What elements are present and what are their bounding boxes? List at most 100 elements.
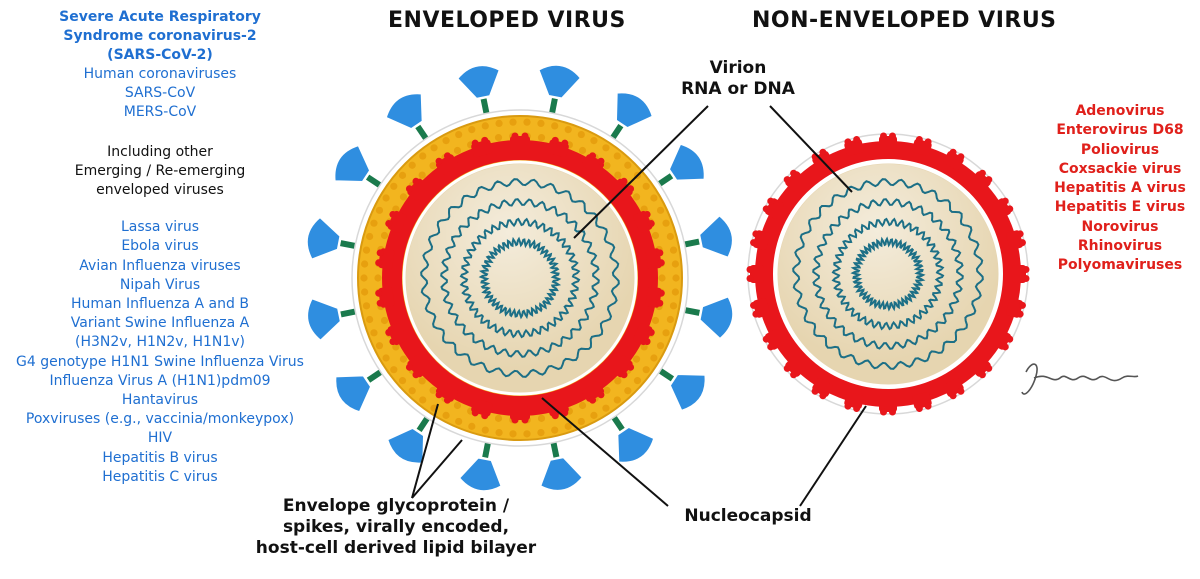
lipid-head	[418, 171, 426, 179]
lipid-head	[399, 193, 408, 201]
envelope-line: spikes, virally encoded,	[282, 517, 510, 537]
spike-head	[538, 455, 585, 493]
capsomere-knob	[412, 177, 420, 185]
lipid-head	[624, 387, 632, 395]
lipid-head	[419, 396, 427, 404]
spike-head	[455, 63, 502, 101]
spike-head	[614, 90, 655, 130]
lipid-head	[613, 396, 621, 404]
capsomere	[844, 392, 864, 412]
list-item: Enterovirus D68	[1056, 122, 1184, 139]
lipid-head	[523, 430, 531, 438]
spike-head	[457, 455, 504, 493]
lipid-head	[442, 411, 450, 419]
genome-strand	[812, 198, 964, 350]
capsomere-knob	[375, 289, 383, 297]
capsomere-knob	[752, 230, 760, 238]
lipid-head	[624, 161, 632, 169]
list-item: Hepatitis E virus	[1054, 199, 1186, 216]
lipid-head	[551, 426, 559, 434]
lipid-head	[455, 417, 463, 426]
list-item: Nipah Virus	[119, 276, 201, 293]
non-enveloped-virus-list: Adenovirus Enterovirus D68 Poliovirus Co…	[1046, 102, 1194, 276]
capsomere-knob	[620, 177, 628, 185]
capsomere	[581, 381, 605, 404]
capsomere-knob	[767, 197, 775, 205]
lipid-head	[578, 146, 587, 155]
capsomere-knob	[924, 402, 932, 410]
lipid-head	[669, 246, 678, 254]
capsomere-block	[581, 381, 605, 402]
capsomere-knob	[889, 132, 896, 140]
capsomere	[783, 356, 806, 379]
capsomere-knob	[620, 371, 628, 379]
interior-sheen	[778, 164, 998, 384]
list-item: Poxviruses (e.g., vaccinia/monkeypox)	[25, 411, 295, 428]
capsomere-knob	[767, 343, 775, 351]
capsomere	[405, 355, 429, 379]
capsomere-block	[435, 154, 459, 175]
capsomere	[405, 177, 429, 201]
capsomere-knob	[949, 148, 957, 156]
capsomere-knob	[561, 409, 569, 417]
lipid-head	[380, 231, 389, 240]
capsomere-knob	[819, 392, 827, 400]
capsomere-knob	[819, 148, 827, 156]
sars-line: Syndrome coronavirus-2	[63, 28, 257, 44]
capsomere	[547, 136, 569, 158]
spike-head	[305, 296, 343, 343]
lipid-head	[640, 205, 648, 213]
capsomere	[611, 355, 635, 379]
capsomere-knob	[511, 416, 519, 424]
capsomere-knob	[443, 152, 451, 160]
list-item: Human coronaviruses	[83, 66, 237, 82]
capsomere	[633, 210, 655, 233]
lipid-head	[494, 134, 503, 142]
list-item: Hantavirus	[121, 392, 199, 409]
capsomere	[750, 298, 770, 318]
note-line: Emerging / Re-emerging	[74, 162, 246, 179]
capsomere-knob	[597, 391, 605, 399]
capsomere	[645, 286, 665, 308]
capsomere-knob	[443, 396, 451, 404]
capsomere-knob	[750, 301, 758, 309]
spike-head	[667, 141, 707, 183]
capsomere-knob	[481, 412, 489, 420]
capsomere-knob	[1018, 301, 1026, 309]
list-item: HIV	[147, 430, 173, 447]
lipid-head	[419, 152, 427, 160]
lipid-head	[662, 219, 670, 227]
list-item: (H3N2v, H1N2v, H1N1v)	[74, 334, 246, 351]
nucleocapsid-label: Nucleocapsid	[684, 506, 812, 526]
lipid-head	[656, 206, 665, 214]
lipid-head	[429, 162, 437, 170]
capsomere-knob	[1001, 197, 1009, 205]
lipid-head	[442, 137, 450, 145]
capsomere-knob	[376, 299, 384, 307]
capsomere-knob	[643, 338, 651, 346]
capsomere	[970, 169, 993, 192]
capsomere	[1012, 265, 1030, 283]
other-virus-list: Lassa virus Ebola virus Avian Influenza …	[0, 218, 320, 487]
capsomere-knob	[405, 185, 413, 193]
list-item: Rhinovirus	[1077, 238, 1163, 255]
list-item: Ebola virus	[121, 238, 199, 255]
list-item: Lassa virus	[120, 219, 200, 236]
lipid-head	[662, 329, 670, 337]
capsomere-knob	[471, 139, 479, 147]
capsomere-knob	[889, 408, 896, 416]
lipid-head	[614, 171, 622, 179]
lipid-head	[632, 193, 641, 201]
capsomere	[879, 398, 897, 416]
genome-strand	[850, 236, 926, 312]
lipid-head	[642, 366, 650, 374]
capsomere-knob	[750, 239, 758, 247]
capsomere-knob	[746, 266, 754, 273]
lipid-head	[468, 126, 476, 134]
list-item: Variant Swine Influenza A	[70, 315, 250, 332]
capsomere	[581, 152, 605, 175]
capsomere-block	[407, 355, 429, 378]
lipid-head	[375, 342, 384, 350]
capsomere-knob	[853, 136, 861, 144]
